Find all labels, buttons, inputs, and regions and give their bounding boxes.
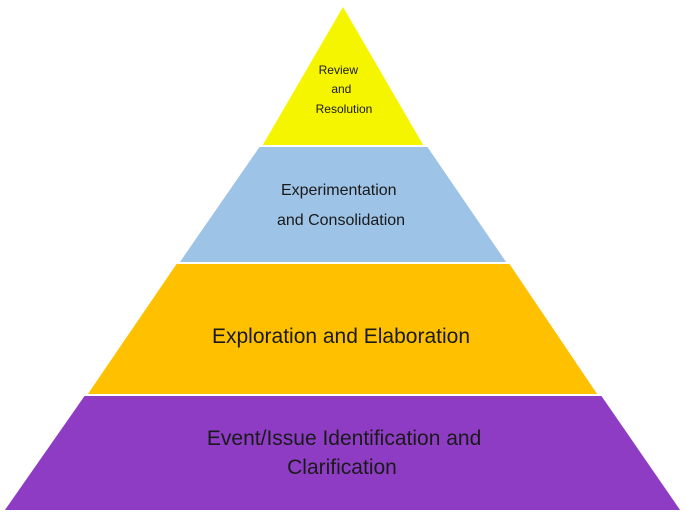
tier-experimentation-consolidation-line-1: Experimentation (281, 182, 397, 199)
tier-event-issue-identification-shape (1, 394, 684, 512)
tier-event-issue-identification-line-1: Event/Issue Identification and (207, 427, 481, 450)
tier-exploration-elaboration: Exploration and Elaboration (84, 262, 601, 396)
tier-experimentation-consolidation-line-2: and Consolidation (277, 212, 405, 229)
tier-review-resolution: Review and Resolution (259, 3, 427, 147)
svg-text:Event/Issue Identification and: Event/Issue Identification and Clarifica… (207, 427, 487, 479)
tier-review-resolution-line-3: Resolution (316, 102, 373, 116)
svg-text:Exploration and Elaboration: Exploration and Elaboration (212, 325, 470, 348)
tier-exploration-elaboration-line-1: Exploration and Elaboration (212, 325, 470, 348)
tier-experimentation-consolidation-shape (176, 145, 510, 264)
tier-review-resolution-line-1: Review (319, 63, 359, 77)
svg-text:Review and Resolut: Review and Resolution (316, 63, 373, 116)
tier-event-issue-identification-line-2: Clarification (287, 456, 397, 479)
tier-experimentation-consolidation: Experimentation and Consolidation (176, 145, 510, 264)
svg-text:Experimentation and Cons: Experimentation and Consolidation (277, 182, 405, 229)
tier-event-issue-identification: Event/Issue Identification and Clarifica… (1, 394, 684, 512)
tier-review-resolution-line-2: and (331, 82, 351, 96)
